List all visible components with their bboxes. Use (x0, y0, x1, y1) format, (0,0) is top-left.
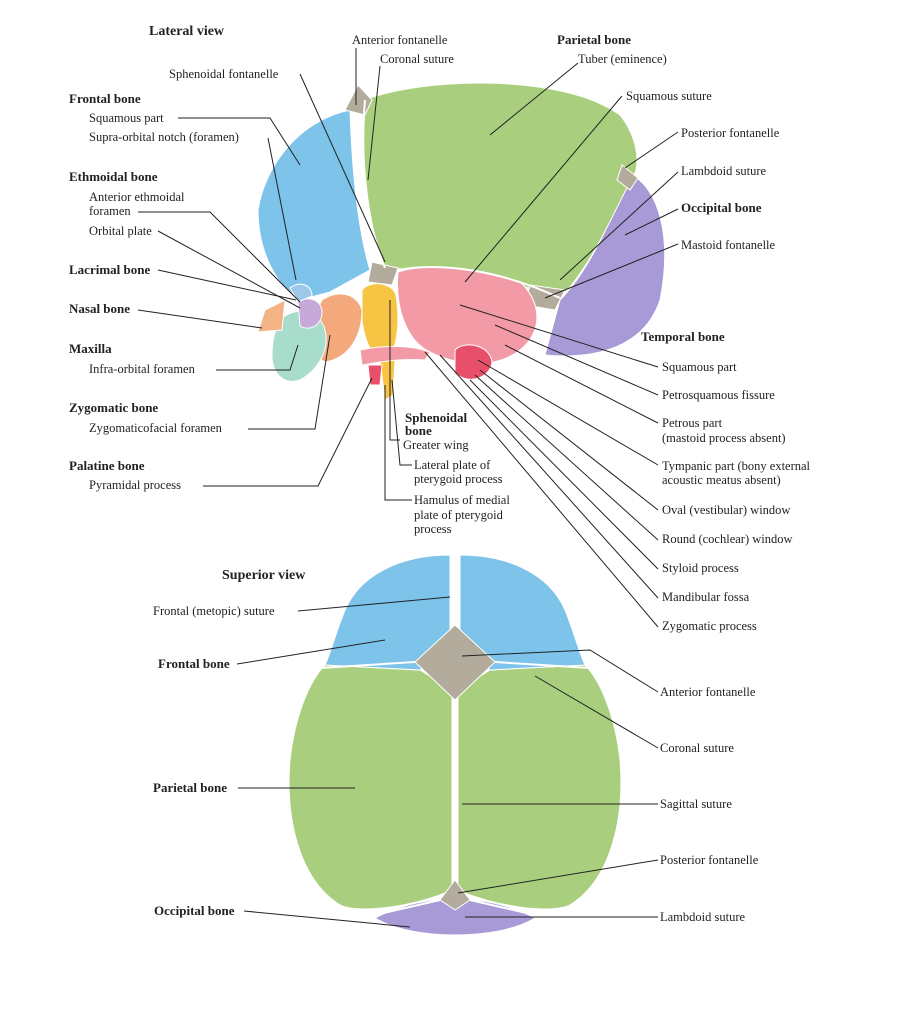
label-superior-posterior-fontanelle: Posterior fontanelle (660, 853, 759, 867)
superior-skull (288, 554, 622, 936)
lateral-nasal-bone (257, 299, 286, 333)
label-zygomatic-bone: Zygomatic bone (69, 400, 159, 415)
superior-lambdoid-suture-line (374, 899, 536, 916)
label-oval-window: Oval (vestibular) window (662, 503, 791, 517)
lateral-sphenoidal-fontanelle (367, 261, 399, 286)
label-superior-lambdoid-suture: Lambdoid suture (660, 910, 746, 924)
superior-posterior-fontanelle (439, 879, 471, 911)
label-superior-parietal-bone: Parietal bone (153, 780, 228, 795)
label-lateral-plate-1: Lateral plate of (414, 458, 491, 472)
label-petrous-2: (mastoid process absent) (662, 431, 786, 445)
lateral-frontal-bone (257, 109, 371, 301)
label-sphenoidal-bone-2: bone (405, 423, 432, 438)
label-frontal-bone: Frontal bone (69, 91, 141, 106)
label-greater-wing: Greater wing (403, 438, 469, 452)
label-infraorbital: Infra-orbital foramen (89, 362, 195, 376)
label-hamulus-2: plate of pterygoid (414, 508, 503, 522)
superior-parietal-left (288, 664, 453, 910)
superior-view-title: Superior view (222, 568, 306, 583)
label-tympanic-1: Tympanic part (bony external (662, 459, 811, 473)
label-ethmoidal-bone: Ethmoidal bone (69, 169, 158, 184)
label-ant-ethmoidal-2: foramen (89, 204, 131, 218)
lateral-ethmoid-orbital-plate (297, 298, 323, 329)
lateral-skull (257, 82, 666, 401)
lateral-tympanic-part (454, 344, 493, 380)
label-superior-coronal-suture: Coronal suture (660, 741, 734, 755)
superior-parietal-right (457, 664, 622, 910)
superior-frontal-left (324, 554, 451, 671)
label-palatine-bone: Palatine bone (69, 458, 145, 473)
lateral-zygomatic-process (359, 345, 431, 366)
superior-coronal-suture-line (319, 661, 591, 669)
label-sagittal-suture: Sagittal suture (660, 797, 732, 811)
label-zygomatic-process: Zygomatic process (662, 619, 757, 633)
label-anterior-fontanelle: Anterior fontanelle (352, 33, 448, 47)
label-ant-ethmoidal-1: Anterior ethmoidal (89, 190, 185, 204)
label-tympanic-2: acoustic meatus absent) (662, 473, 781, 487)
leader-lines (137, 48, 679, 928)
label-superior-frontal-bone: Frontal bone (158, 656, 230, 671)
label-maxilla: Maxilla (69, 341, 112, 356)
lateral-sphenoid-greater-wing (361, 283, 399, 361)
label-zygomaticofacial: Zygomaticofacial foramen (89, 421, 222, 435)
label-posterior-fontanelle: Posterior fontanelle (681, 126, 780, 140)
label-petrosquamous: Petrosquamous fissure (662, 388, 775, 402)
label-mandibular-fossa: Mandibular fossa (662, 590, 750, 604)
superior-frontal-right (459, 554, 586, 671)
lateral-posterior-fontanelle (616, 164, 639, 191)
label-occipital-bone: Occipital bone (681, 200, 762, 215)
label-lacrimal-bone: Lacrimal bone (69, 262, 151, 277)
label-nasal-bone: Nasal bone (69, 301, 131, 316)
label-metopic-suture: Frontal (metopic) suture (153, 604, 275, 618)
label-superior-anterior-fontanelle: Anterior fontanelle (660, 685, 756, 699)
lateral-squamous-suture-line (397, 266, 561, 299)
label-temporal-bone: Temporal bone (641, 329, 725, 344)
label-orbital-plate: Orbital plate (89, 224, 152, 238)
label-tuber: Tuber (eminence) (578, 52, 667, 66)
label-temporal-squamous: Squamous part (662, 360, 737, 374)
lateral-coronal-suture-line (362, 99, 386, 269)
superior-occipital-bone (373, 899, 537, 936)
label-frontal-squamous: Squamous part (89, 111, 164, 125)
label-sphenoidal-fontanelle: Sphenoidal fontanelle (169, 67, 279, 81)
label-mastoid-fontanelle: Mastoid fontanelle (681, 238, 776, 252)
label-parietal-bone: Parietal bone (557, 32, 632, 47)
label-hamulus-3: process (414, 522, 452, 536)
label-styloid: Styloid process (662, 561, 739, 575)
label-supraorbital: Supra-orbital notch (foramen) (89, 130, 239, 144)
label-lateral-plate-2: pterygoid process (414, 472, 503, 486)
label-lambdoid-suture: Lambdoid suture (681, 164, 767, 178)
label-superior-occipital-bone: Occipital bone (154, 903, 235, 918)
label-coronal-suture: Coronal suture (380, 52, 454, 66)
label-hamulus-1: Hamulus of medial (414, 493, 510, 507)
label-round-window: Round (cochlear) window (662, 532, 793, 546)
lateral-view-title: Lateral view (149, 24, 225, 39)
label-sphenoidal-bone-1: Sphenoidal (405, 410, 468, 425)
label-pyramidal: Pyramidal process (89, 478, 181, 492)
label-petrous-1: Petrous part (662, 416, 723, 430)
label-squamous-suture: Squamous suture (626, 89, 712, 103)
